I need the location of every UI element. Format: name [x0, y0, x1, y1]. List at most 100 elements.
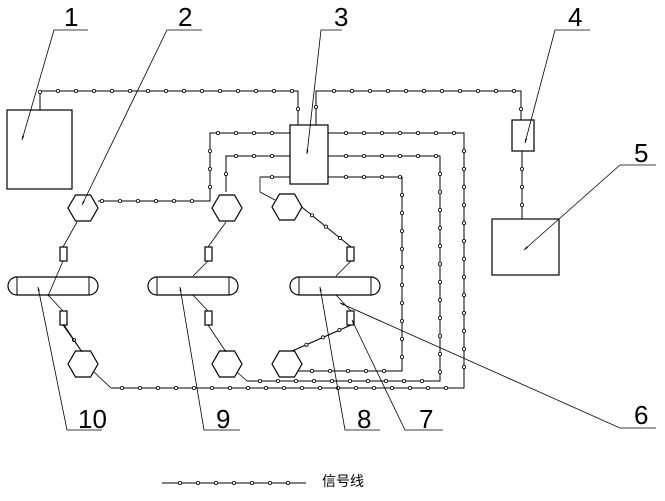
signal-dot [401, 378, 406, 383]
signal-dot [461, 346, 466, 351]
signal-dot [379, 153, 384, 158]
signal-dot [461, 328, 466, 333]
callout-8: 8 [357, 404, 371, 434]
signal-dot [349, 89, 354, 94]
signal-dot [269, 130, 274, 135]
signal-dot [120, 385, 125, 390]
signal-dot [399, 318, 404, 323]
signal-dot [457, 89, 462, 94]
signal-dot [245, 385, 250, 390]
signal-dot [520, 202, 525, 207]
signal-line-3-to-hex-lower-left [111, 130, 466, 390]
signal-dot [163, 89, 168, 94]
signal-dot [331, 89, 336, 94]
sensor-9-top [204, 246, 213, 262]
signal-dot [100, 198, 105, 203]
signal-dot [399, 264, 404, 269]
signal-dot [437, 279, 442, 284]
hex-lower-left-icon [67, 350, 99, 378]
signal-dot [227, 385, 232, 390]
signal-dot [343, 130, 348, 135]
signal-dot [311, 378, 316, 383]
signal-dot [295, 107, 300, 112]
component-4-module [511, 119, 535, 152]
signal-dot [361, 174, 366, 179]
signal-dot [365, 378, 370, 383]
signal-dot [309, 368, 314, 373]
signal-dot [397, 153, 402, 158]
signal-dot [191, 385, 196, 390]
signal-dot [461, 238, 466, 243]
signal-dot [171, 198, 176, 203]
signal-dot [285, 480, 290, 485]
signal-dot [92, 89, 97, 94]
signal-dot [437, 315, 442, 320]
signal-dot [399, 228, 404, 233]
signal-dot [475, 89, 480, 94]
signal-dot [181, 89, 186, 94]
signal-dot [397, 130, 402, 135]
signal-dot [461, 220, 466, 225]
signal-dot [299, 385, 304, 390]
signal-dot [379, 174, 384, 179]
signal-dot [275, 378, 280, 383]
hex-lower-right-icon [271, 350, 303, 378]
signal-dot [379, 130, 384, 135]
signal-line-3-to-hex-upper-right [260, 174, 290, 179]
signal-dot [215, 130, 220, 135]
signal-dot [127, 89, 132, 94]
signal-line-hex-to-sensor-8-bottom [289, 324, 352, 353]
signal-dot [257, 378, 262, 383]
signal-dot [363, 368, 368, 373]
signal-dot [425, 385, 430, 390]
callout-7: 7 [419, 404, 433, 434]
signal-dot [153, 198, 158, 203]
signal-lines [38, 89, 525, 390]
signal-dot [233, 130, 238, 135]
signal-dot [337, 236, 342, 241]
signal-dot [233, 153, 238, 158]
signal-dot [399, 246, 404, 251]
signal-dot [367, 89, 372, 94]
signal-dot [207, 184, 212, 189]
signal-line-4-to-5 [520, 151, 525, 219]
signal-dot [361, 130, 366, 135]
signal-dot [249, 480, 254, 485]
signal-dot [403, 89, 408, 94]
signal-dot [209, 385, 214, 390]
sensor-9-bottom [204, 310, 213, 326]
signal-dot [207, 148, 212, 153]
signal-dot [397, 174, 402, 179]
legend-label: 信号线 [322, 474, 364, 490]
signal-dot [520, 184, 525, 189]
sensor-8-bottom [346, 310, 355, 326]
signal-dot [437, 189, 442, 194]
legend-signal-line-sample [162, 480, 306, 485]
signal-dot [433, 153, 438, 158]
signal-dot [137, 385, 142, 390]
signal-dot [231, 480, 236, 485]
signal-dot [173, 385, 178, 390]
signal-dot [207, 166, 212, 171]
callout-4: 4 [568, 2, 582, 32]
signal-dot [271, 89, 276, 94]
signal-dot [235, 89, 240, 94]
signal-dot [421, 89, 426, 94]
signal-dot [253, 89, 258, 94]
signal-dot [385, 89, 390, 94]
hex-units [67, 193, 303, 378]
signal-line-3-to-hex-upper-mid [223, 153, 290, 192]
signal-dot [437, 351, 442, 356]
signal-dot [223, 171, 228, 176]
signal-dot [437, 171, 442, 176]
signal-dot [320, 335, 325, 340]
signal-dot [399, 282, 404, 287]
component-1-box [6, 109, 73, 190]
signal-dot [304, 342, 309, 347]
signal-dot [407, 385, 412, 390]
signal-dot [461, 256, 466, 261]
signal-dot [512, 89, 517, 94]
signal-line-3-to-hex-upper-left [98, 130, 290, 203]
signal-dot [519, 107, 524, 112]
signal-dot [461, 202, 466, 207]
